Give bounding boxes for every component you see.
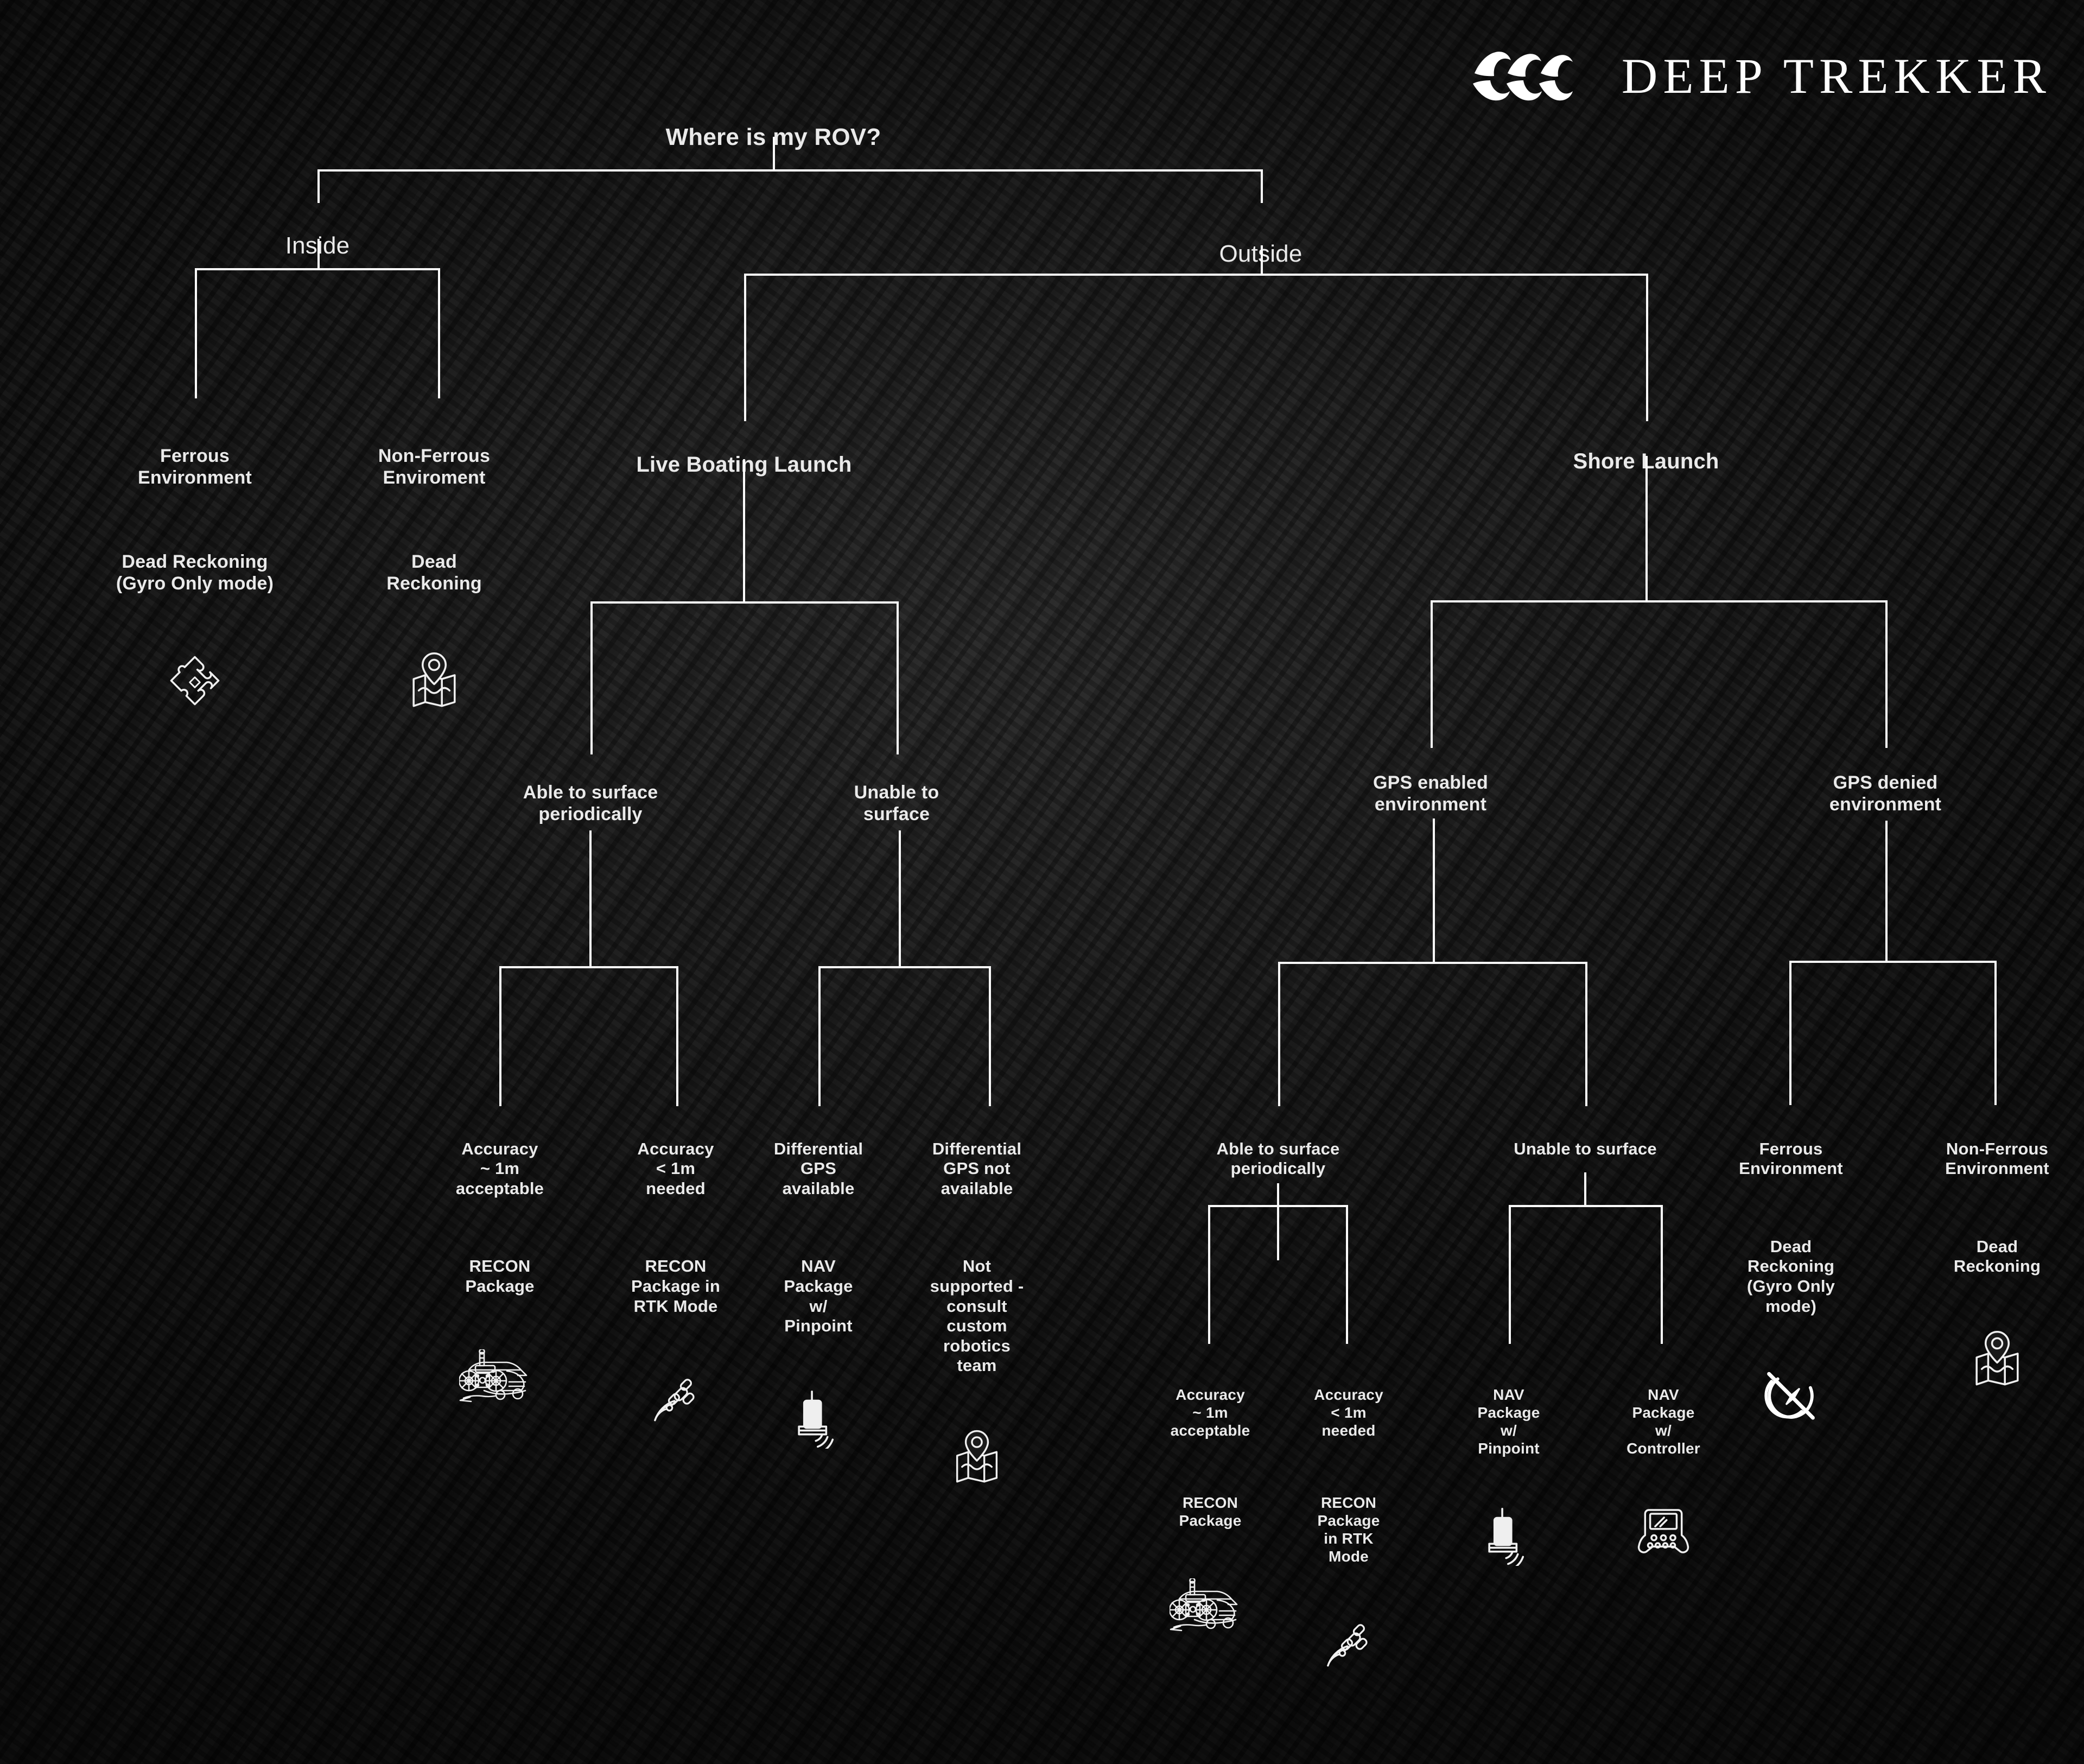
leaf-differential-gps-available: Differential GPS available NAV Package w… [742,1119,894,1469]
connector-inside-right [438,268,440,398]
connector-gpsen-able-bus [1208,1205,1348,1207]
connector-lb-unable-bus [818,966,991,968]
connector-shore-left [1431,600,1433,748]
node-lb-unable-to-surface: Unable to surface [854,782,939,825]
leaf-gpsen-accuracy-1m-acceptable: Accuracy ~ 1m acceptable RECON Package [1140,1368,1281,1655]
connector-gpsen-able-left [1208,1205,1210,1344]
leaf-non-ferrous-gps-denied: Non-Ferrous Environment Dead Reckoning [1916,1119,2079,1406]
connector-lb-unable-right [989,966,991,1106]
satellite-icon [1281,1614,1416,1671]
node-lb-able-to-surface: Able to surface periodically [523,782,658,825]
connector-gps-dn-bus [1789,961,1997,963]
node-shore-launch: Shore Launch [1573,449,1719,474]
connector-root-left [317,169,320,203]
connector-outside-right [1646,274,1648,421]
leaf-ferrous-inside: Ferrous Environment Dead Reckoning (Gyro… [86,423,303,732]
connector-gpsen-unable-left [1509,1205,1511,1344]
connector-gps-en-right [1585,962,1587,1106]
connector-shore-stem [1645,456,1648,602]
game-controller-icon [1596,1506,1731,1560]
connector-gps-en-left [1278,962,1280,1106]
rov-vehicle-icon [1140,1578,1281,1637]
leaf-nav-package-pinpoint: NAV Package w/ Pinpoint [1444,1368,1574,1584]
deep-trekker-waves-icon [1467,42,1603,109]
connector-outside-bus [744,274,1648,276]
connector-lb-right [897,601,899,754]
node-live-boating-launch: Live Boating Launch [636,453,852,477]
connector-gpsen-able-right [1346,1205,1348,1344]
rov-vehicle-icon [416,1349,584,1408]
branch-inside: Inside [176,204,459,288]
connector-gpsen-unable-stem [1584,1172,1586,1206]
leaf-ferrous-gps-denied: Ferrous Environment Dead Reckoning (Gyro… [1715,1119,1867,1445]
leaf-differential-gps-not-available: Differential GPS not available Not suppo… [906,1119,1047,1503]
connector-gps-en-stem [1433,818,1435,963]
connector-lb-unable-stem [899,830,901,967]
root-question: Where is my ROV? [665,123,881,150]
leaf-gpsen-accuracy-under-1m: Accuracy < 1m needed RECON Package in RT… [1281,1368,1416,1689]
branch-outside: Outside [1120,212,1402,296]
satellite-icon [597,1369,754,1425]
connector-outside-stem [1261,245,1263,276]
connector-lb-able-right [676,966,678,1106]
connector-lb-able-left [499,966,501,1106]
connector-root-stem [773,137,775,170]
connector-inside-bus [195,268,440,270]
node-gps-denied-environment: GPS denied environment [1829,772,1942,815]
node-gps-en-unable-to-surface: Unable to surface [1514,1139,1657,1158]
node-gps-en-able-to-surface: Able to surface periodically [1216,1139,1340,1178]
leaf-lb-accuracy-1m-acceptable: Accuracy ~ 1m acceptable RECON Package [416,1119,584,1427]
connector-lb-bus [590,601,899,604]
connector-outside-left [744,274,746,421]
connector-shore-right [1885,600,1888,748]
connector-lb-left [590,601,593,754]
map-pin-icon [1916,1329,2079,1386]
pinpoint-beacon-icon [742,1389,894,1449]
connector-lb-able-bus [499,966,678,968]
pinpoint-beacon-icon [1444,1506,1574,1566]
connector-gpsen-able-stem [1277,1183,1279,1260]
connector-inside-left [195,268,197,398]
map-pin-icon [906,1429,1047,1483]
connector-root-right [1261,169,1263,203]
connector-gpsen-unable-right [1661,1205,1663,1344]
brand-wordmark: DEEP TREKKER [1621,48,2051,104]
connector-inside-stem [317,239,320,270]
node-gps-enabled-environment: GPS enabled environment [1373,772,1488,815]
leaf-nav-package-controller: NAV Package w/ Controller [1596,1368,1731,1578]
connector-gps-dn-right [1994,961,1997,1105]
puzzle-pieces-icon [86,651,303,710]
connector-lb-unable-left [818,966,821,1106]
connector-gps-en-bus [1278,962,1587,964]
connector-gps-dn-left [1789,961,1791,1105]
connector-shore-bus [1431,600,1888,602]
deep-trekker-logo: DEEP TREKKER [1467,42,2051,109]
no-compass-icon [1715,1369,1867,1425]
connector-gps-dn-stem [1885,821,1888,963]
connector-lb-able-stem [589,830,592,967]
connector-lb-stem [743,459,745,604]
leaf-lb-accuracy-under-1m: Accuracy < 1m needed RECON Package in RT… [597,1119,754,1445]
connector-root-bus [317,169,1263,172]
connector-gpsen-unable-bus [1509,1205,1663,1207]
map-pin-icon [331,651,537,707]
leaf-non-ferrous-inside: Non-Ferrous Enviroment Dead Reckoning [331,423,537,729]
